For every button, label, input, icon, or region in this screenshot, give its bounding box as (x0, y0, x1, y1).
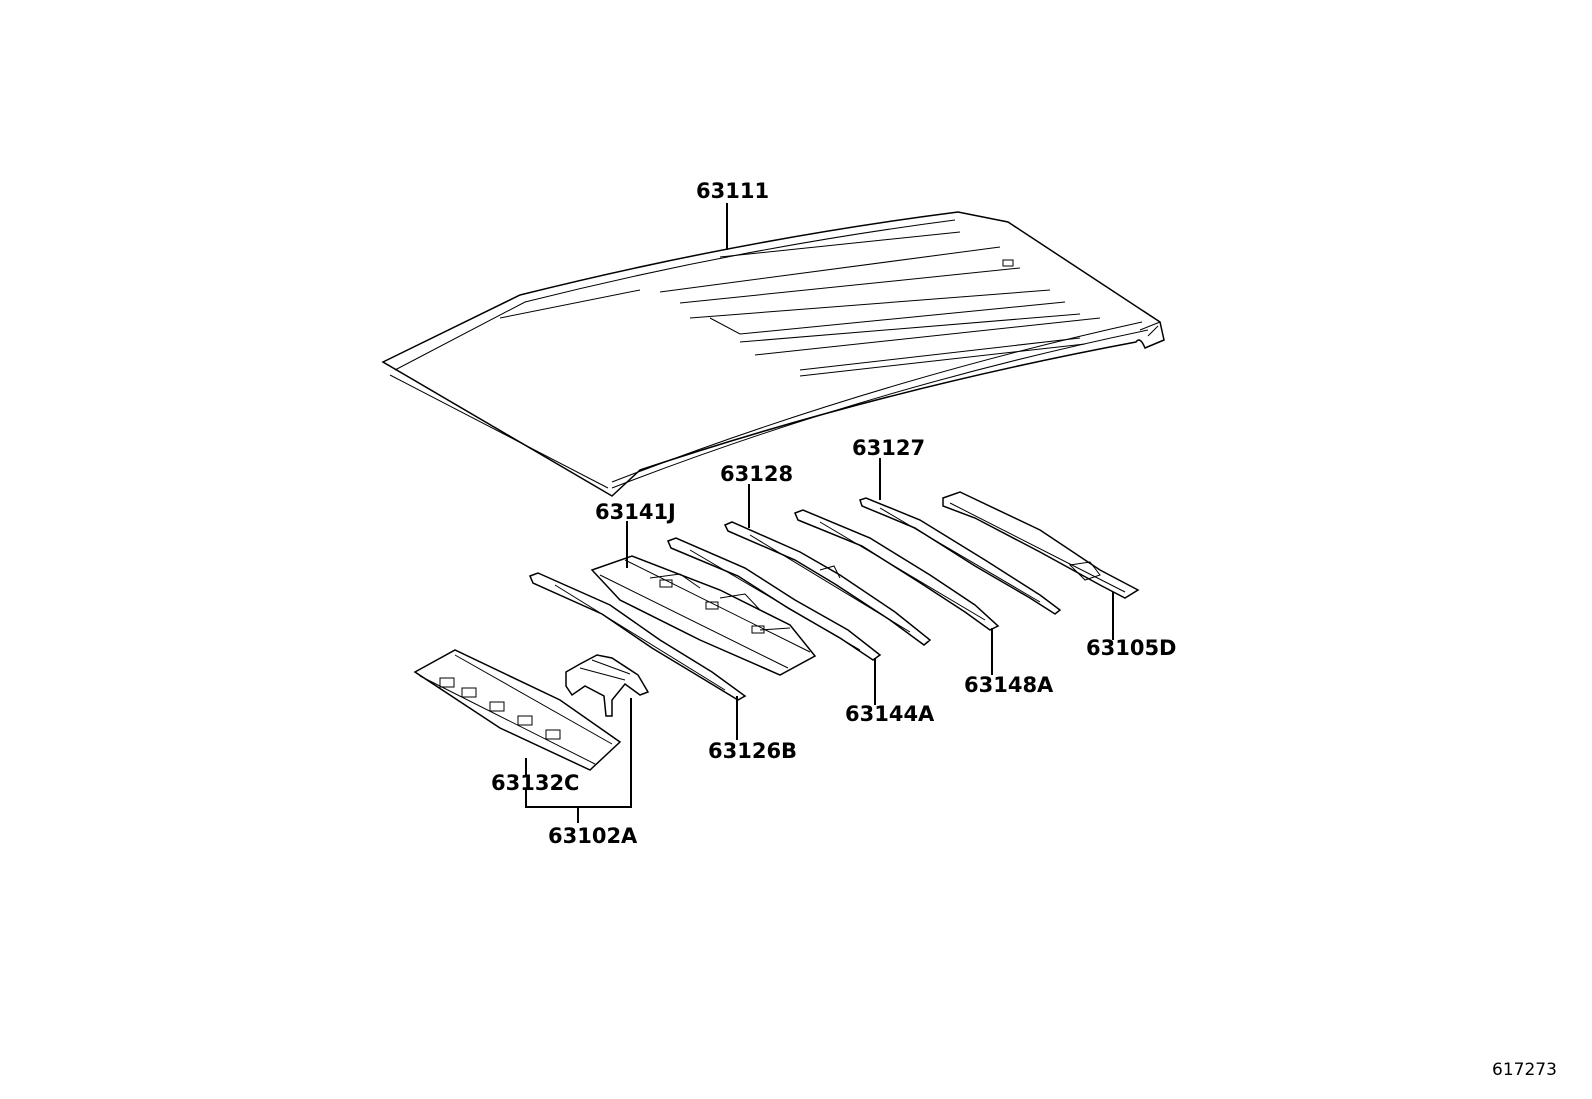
rail-63144A[interactable] (667, 537, 882, 661)
label-63102A: 63102A (548, 824, 638, 848)
rail-63141J[interactable] (590, 555, 817, 676)
label-63132C: 63132C (491, 771, 579, 795)
rail-63126B[interactable] (529, 572, 747, 701)
panel-63132C[interactable] (413, 649, 622, 771)
label-63144A: 63144A (845, 702, 935, 726)
rail-63128[interactable] (723, 521, 932, 646)
label-63127: 63127 (852, 436, 925, 460)
label-63148A: 63148A (964, 673, 1054, 697)
label-63128: 63128 (720, 462, 793, 486)
leader-lines (525, 203, 1114, 823)
rail-63127[interactable] (859, 497, 1062, 615)
label-63126B: 63126B (708, 739, 797, 763)
rail-63148A[interactable] (794, 509, 1000, 631)
reference-number: 617273 (1492, 1060, 1557, 1080)
label-63141J: 63141J (595, 500, 676, 524)
label-63105D: 63105D (1086, 636, 1177, 660)
panel-63105D[interactable] (942, 491, 1140, 599)
bracket-63102A[interactable] (565, 654, 650, 717)
roof-panel-63111[interactable] (381, 211, 1165, 497)
label-63111: 63111 (696, 179, 769, 203)
